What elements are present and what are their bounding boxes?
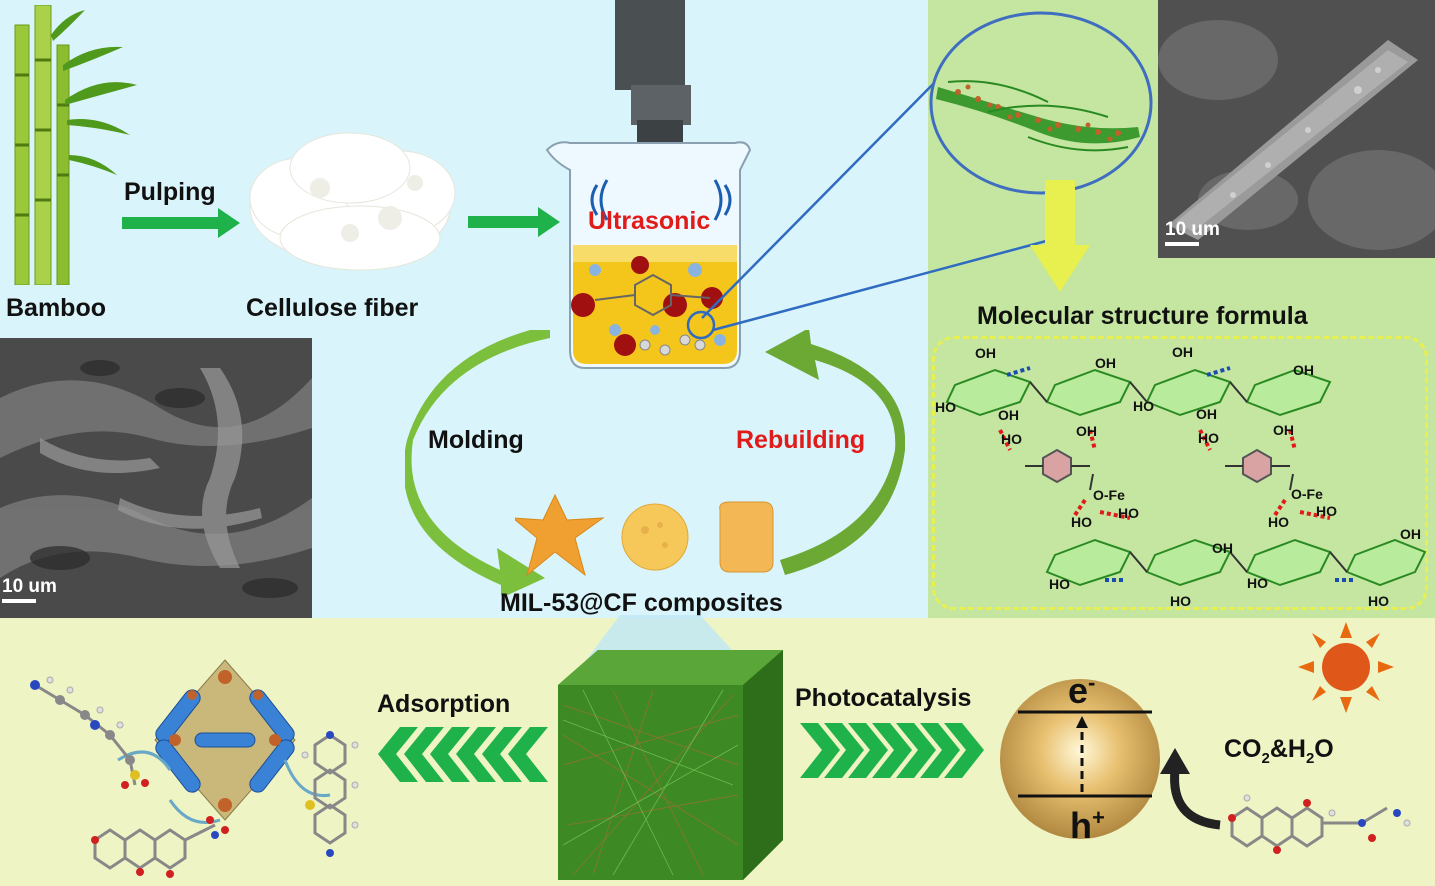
scale-bar-right: 10 um bbox=[1165, 219, 1220, 246]
electron-label: e- bbox=[1068, 670, 1095, 712]
bamboo-label: Bamboo bbox=[6, 294, 106, 322]
mol-ho-1: HO bbox=[935, 399, 956, 415]
mol-oh-9: OH bbox=[1212, 540, 1233, 556]
rebuilding-label: Rebuilding bbox=[736, 426, 866, 454]
adsorption-chevrons bbox=[378, 727, 548, 782]
mol-ho-4: HO bbox=[1198, 430, 1219, 446]
mol-ho-7: HO bbox=[1118, 505, 1139, 521]
mol-oh-5: OH bbox=[998, 407, 1019, 423]
sem-image-right: 10 um bbox=[1158, 0, 1435, 258]
products-co: CO bbox=[1224, 735, 1262, 763]
magnified-fiber-circle bbox=[929, 11, 1153, 195]
mof-curved-arrows bbox=[117, 750, 331, 824]
pulping-label: Pulping bbox=[124, 178, 216, 206]
products-label: CO2&H2O bbox=[1224, 735, 1334, 767]
product-curved-arrow bbox=[1160, 748, 1221, 830]
mol-oh-1: OH bbox=[975, 345, 996, 361]
mol-ho-3: HO bbox=[1001, 431, 1022, 447]
scale-bar-left: 10 um bbox=[2, 576, 57, 603]
down-arrow bbox=[1030, 180, 1090, 292]
mol-ho-2: HO bbox=[1133, 398, 1154, 414]
molecular-structure-label: Molecular structure formula bbox=[977, 302, 1308, 330]
ultrasonic-beaker bbox=[545, 0, 752, 369]
molding-rebuilding-cycle bbox=[405, 330, 905, 595]
mol-oh-8: OH bbox=[1273, 422, 1294, 438]
fiber-cube bbox=[558, 650, 783, 880]
mol-oh-7: OH bbox=[1076, 423, 1097, 439]
products-sub-2: 2 bbox=[1305, 750, 1315, 767]
mol-oh-3: OH bbox=[1172, 344, 1193, 360]
molecular-structure-diagram bbox=[945, 366, 1427, 587]
scale-bar-left-line bbox=[2, 599, 36, 603]
mol-ho-10: HO bbox=[1247, 575, 1268, 591]
mol-oh-10: OH bbox=[1400, 526, 1421, 542]
bamboo-image bbox=[14, 5, 137, 285]
cellulose-fiber-image bbox=[249, 132, 456, 271]
sun-icon bbox=[1298, 622, 1394, 713]
composite-shapes bbox=[515, 493, 774, 577]
mol-oh-2: OH bbox=[1095, 355, 1116, 371]
ultrasonic-label: Ultrasonic bbox=[588, 207, 711, 235]
dye-molecule-bottom bbox=[91, 816, 229, 878]
molding-label: Molding bbox=[428, 426, 524, 454]
mol-ofe-2: O-Fe bbox=[1291, 486, 1323, 502]
mol-oh-4: OH bbox=[1293, 362, 1314, 378]
composites-label: MIL-53@CF composites bbox=[500, 589, 783, 617]
mol-ho-11: HO bbox=[1170, 593, 1191, 609]
mol-ho-9: HO bbox=[1049, 576, 1070, 592]
pulping-arrow bbox=[122, 208, 240, 238]
photocatalyst-sphere bbox=[1000, 679, 1160, 839]
pollutant-molecule-right bbox=[1228, 794, 1411, 854]
molecular-structure-box bbox=[932, 336, 1428, 610]
hole-label: h+ bbox=[1070, 805, 1105, 847]
electron-symbol: e bbox=[1068, 670, 1089, 711]
scale-bar-right-line bbox=[1165, 242, 1199, 246]
products-o: O bbox=[1314, 735, 1334, 763]
products-sub-1: 2 bbox=[1261, 750, 1270, 767]
hole-charge: + bbox=[1092, 805, 1105, 830]
scale-bar-left-label: 10 um bbox=[2, 576, 57, 597]
adsorption-label: Adsorption bbox=[377, 690, 511, 718]
sem-image-left: 10 um bbox=[0, 338, 312, 618]
mol-ho-8: HO bbox=[1316, 503, 1337, 519]
electron-charge: - bbox=[1088, 670, 1096, 695]
hole-symbol: h bbox=[1070, 805, 1092, 846]
photocatalysis-label: Photocatalysis bbox=[795, 684, 972, 712]
to-beaker-arrow bbox=[468, 207, 560, 237]
products-amp-h: &H bbox=[1269, 735, 1306, 763]
cellulose-fiber-label: Cellulose fiber bbox=[246, 294, 419, 322]
scale-bar-right-label: 10 um bbox=[1165, 219, 1220, 240]
mol-ho-5: HO bbox=[1071, 514, 1092, 530]
mol-oh-6: OH bbox=[1196, 406, 1217, 422]
dye-molecule-right bbox=[301, 731, 359, 857]
dye-molecule-left bbox=[30, 676, 149, 789]
mol-ho-12: HO bbox=[1368, 593, 1389, 609]
photocatalysis-chevrons bbox=[800, 723, 984, 778]
mof-unit bbox=[154, 659, 296, 821]
zoom-lines bbox=[701, 74, 1051, 332]
mol-ofe-1: O-Fe bbox=[1093, 487, 1125, 503]
mol-ho-6: HO bbox=[1268, 514, 1289, 530]
